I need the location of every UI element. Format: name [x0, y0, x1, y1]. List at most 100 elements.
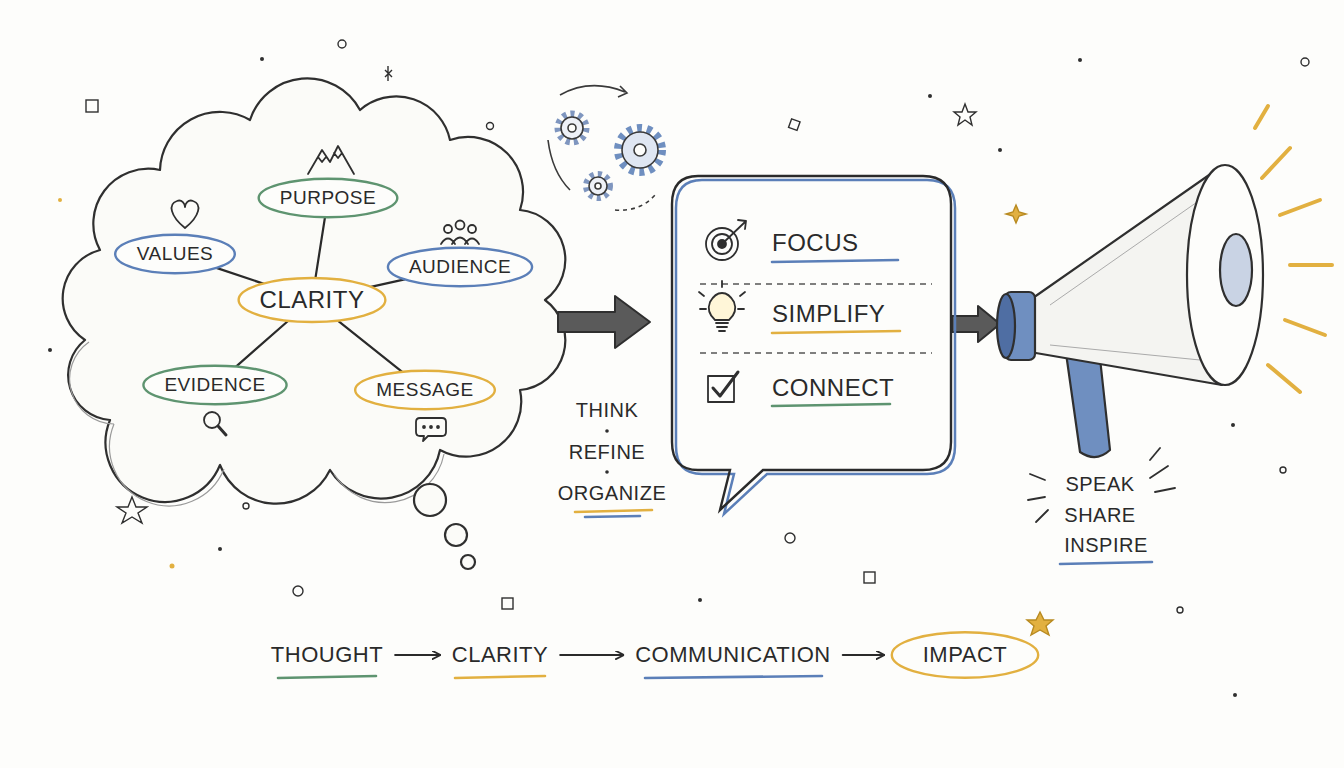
- mountain-icon: [308, 146, 354, 174]
- decor-dots: [998, 148, 1002, 152]
- decor-dots: [1078, 58, 1082, 62]
- node-text: MESSAGE: [376, 379, 473, 402]
- mind-map-node: AUDIENCE: [385, 246, 535, 289]
- decor-stars: [1027, 612, 1053, 635]
- bulb-icon: [699, 281, 745, 309]
- flow-step: COMMUNICATION: [631, 640, 835, 670]
- decor-stars: [785, 533, 795, 543]
- gears: [568, 124, 576, 132]
- speak-rays: [1155, 488, 1175, 492]
- node-text: AUDIENCE: [409, 256, 511, 279]
- checkbox-icon: [713, 372, 738, 396]
- gears: [595, 183, 601, 189]
- node-text: IMPACT: [923, 642, 1007, 668]
- mind-map-node: MESSAGE: [352, 369, 497, 412]
- node-ellipse: [143, 366, 286, 405]
- underlines: [585, 516, 640, 517]
- magnifier-icon: [218, 426, 226, 435]
- underlines: [772, 404, 890, 406]
- flow-arrow: [558, 296, 650, 348]
- bubble-dividers: [700, 352, 932, 353]
- gears: [558, 114, 586, 142]
- speech-icon: [437, 426, 439, 428]
- bulb-icon: [699, 281, 745, 331]
- node-ellipse: [259, 179, 398, 218]
- speech-bubble: FOCUSSIMPLIFYCONNECT: [668, 172, 958, 517]
- node-ellipse: [892, 632, 1038, 677]
- node-text: VALUES: [137, 243, 214, 266]
- node-text: SIMPLIFY: [772, 300, 885, 329]
- gears: [589, 177, 607, 195]
- step-label: REFINE: [569, 441, 645, 464]
- step-label: ORGANIZE: [558, 482, 666, 505]
- decor-stars: [385, 66, 392, 81]
- mind-map-branch: [216, 268, 263, 284]
- speech-icon: [416, 418, 446, 441]
- people-icon: [441, 221, 479, 245]
- target-icon: [722, 220, 746, 244]
- decor-stars: [1177, 607, 1183, 613]
- sound-rays: [1262, 148, 1290, 178]
- checkbox-icon: [708, 372, 738, 402]
- mind-map-branch: [315, 217, 325, 278]
- speak-rays: [1150, 448, 1160, 460]
- node-text: FOCUS: [772, 229, 859, 258]
- decor-stars: [487, 123, 494, 130]
- sound-rays: [1268, 365, 1300, 392]
- decor-dots: [48, 348, 52, 352]
- sound-rays: [1280, 200, 1320, 215]
- gears: [622, 132, 658, 168]
- gears: [618, 128, 662, 172]
- heart-icon: [172, 201, 199, 228]
- sound-rays: [1285, 320, 1325, 335]
- bubble-icons: [699, 220, 746, 402]
- decor-stars: [86, 40, 1309, 635]
- decor-dots: [698, 598, 702, 602]
- impact-node: IMPACT: [889, 630, 1041, 680]
- decor-stars: [1301, 58, 1309, 66]
- megaphone: [1050, 200, 1200, 360]
- sound-rays: [1290, 263, 1332, 267]
- bubble-dividers: [700, 284, 932, 353]
- mind-map-node: EVIDENCE: [140, 364, 289, 407]
- decor-stars: [86, 100, 98, 112]
- flow-step: CLARITY: [448, 640, 552, 670]
- people-icon: [444, 225, 452, 233]
- people-icon: [456, 221, 465, 230]
- decor-stars: [1006, 205, 1026, 223]
- speech-icon: [416, 418, 446, 441]
- node-ellipse: [239, 278, 386, 322]
- gears: [586, 174, 610, 198]
- speech-icon: [430, 426, 432, 428]
- underlines: [455, 676, 545, 678]
- gears: [634, 144, 646, 156]
- node-text: THOUGHT: [271, 642, 383, 668]
- decor-stars: [954, 104, 976, 125]
- decor-dots: [218, 547, 222, 551]
- people-icon: [441, 238, 479, 245]
- node-text: PURPOSE: [280, 187, 376, 210]
- flow-arrow: [843, 654, 884, 656]
- speech-icon: [423, 426, 425, 428]
- decor-dots: [1233, 693, 1237, 697]
- target-icon: [706, 220, 746, 260]
- thought-cloud: [414, 484, 446, 516]
- thought-cloud: [70, 342, 444, 506]
- gears: [615, 195, 655, 210]
- megaphone: [1220, 234, 1252, 306]
- node-text: EVIDENCE: [164, 374, 265, 397]
- underlines: [645, 676, 822, 678]
- speak-rays: [1030, 474, 1045, 480]
- bulb-icon: [709, 293, 735, 320]
- megaphone: [997, 165, 1263, 457]
- node-text: CLARITY: [452, 642, 548, 668]
- bubble-dividers: [700, 283, 932, 284]
- speak-rays: [1036, 510, 1048, 522]
- node-text: CLARITY: [260, 286, 365, 315]
- decor-stars: [789, 119, 801, 131]
- label-dots: [605, 429, 609, 433]
- sound-rays: [1255, 106, 1268, 128]
- gears: [561, 117, 583, 139]
- decor-stars: [293, 586, 303, 596]
- decor-stars: [502, 598, 513, 609]
